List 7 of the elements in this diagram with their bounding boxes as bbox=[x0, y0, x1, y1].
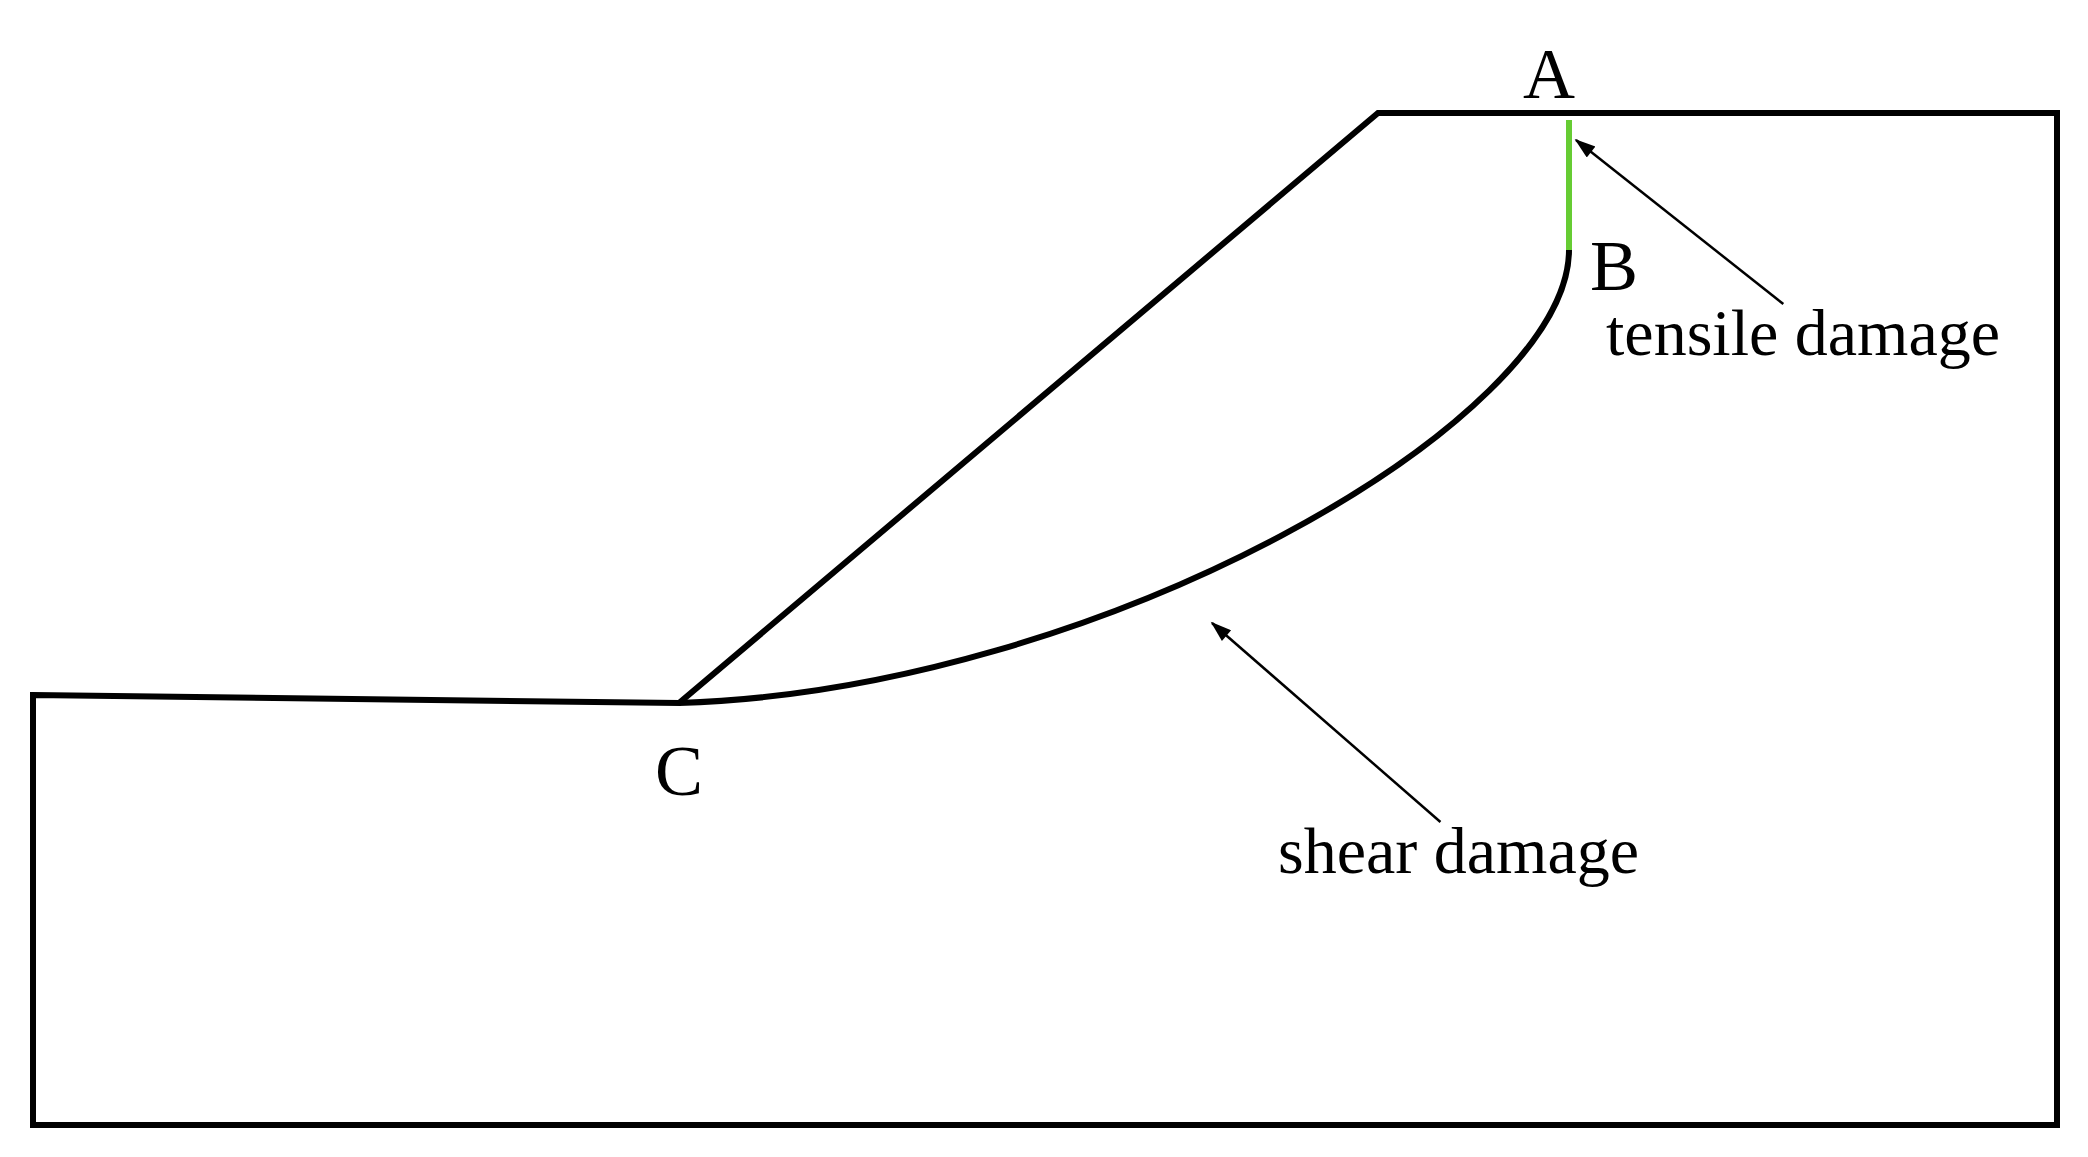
point-label: A bbox=[1523, 38, 1575, 110]
point-label: C bbox=[655, 735, 704, 807]
tension-crack-segment bbox=[1566, 120, 1572, 250]
leader-arrow bbox=[1574, 138, 1785, 305]
point-label: B bbox=[1590, 230, 1639, 302]
slip-surface-curve bbox=[678, 249, 1572, 706]
leader-arrow bbox=[1210, 621, 1442, 823]
